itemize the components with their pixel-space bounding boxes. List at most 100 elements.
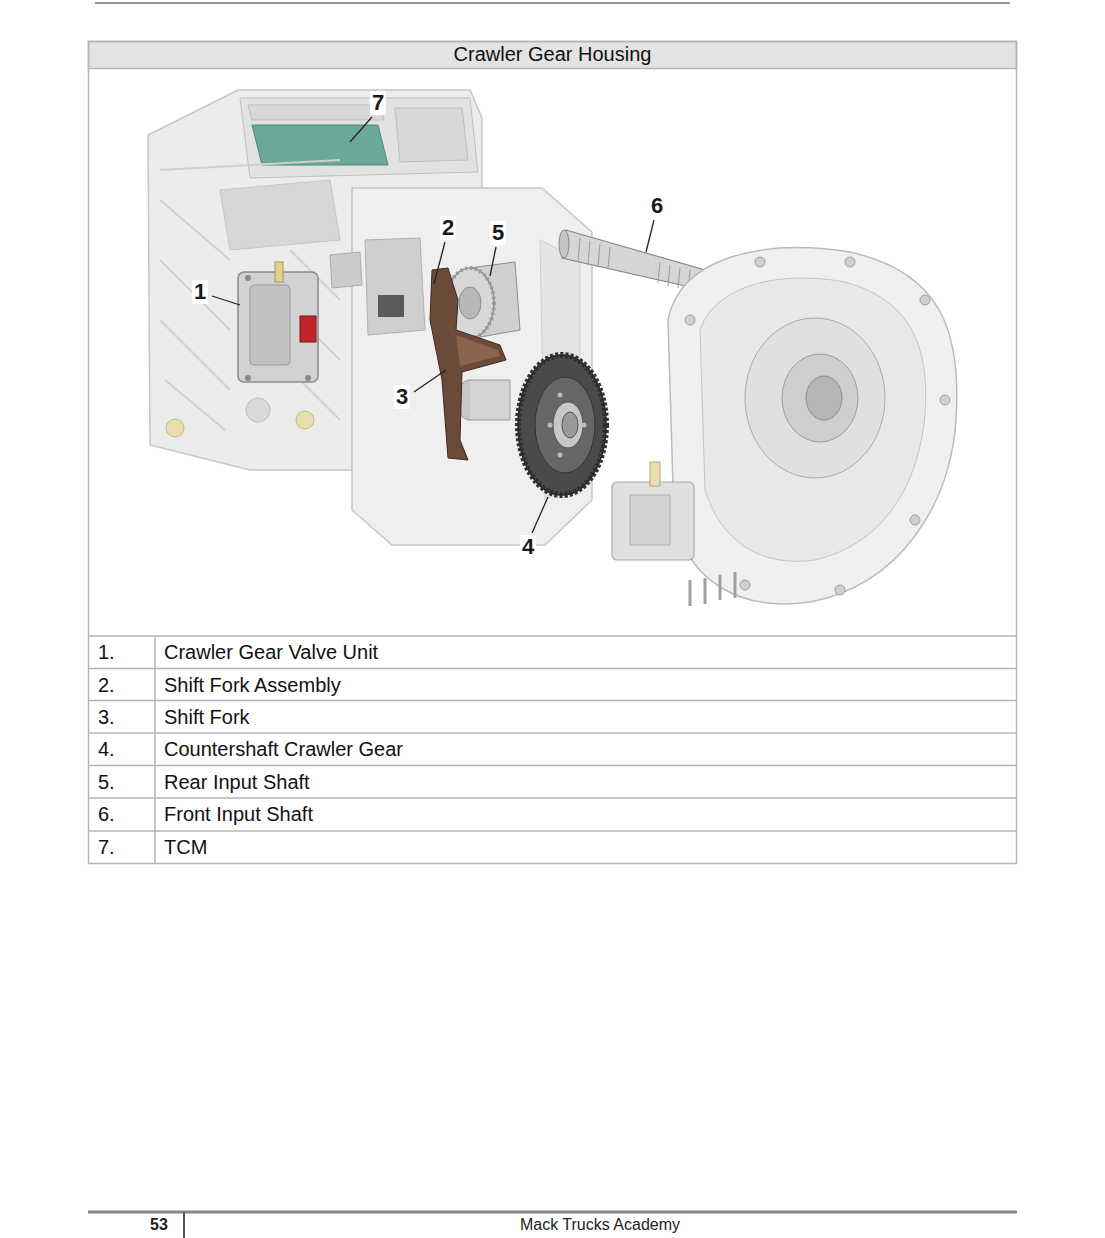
illustration-part [395,108,468,162]
illustration-part [248,105,384,120]
table-part-name: Countershaft Crawler Gear [164,733,403,765]
illustration-part [88,830,1017,832]
table-row-number: 2. [98,669,115,701]
illustration-part [518,355,606,495]
illustration-part [166,419,184,437]
illustration-part [535,377,595,473]
illustration-part [88,765,1017,767]
table-header-band [89,42,1017,69]
illustration-part [548,423,553,428]
illustration-part [612,482,694,560]
illustration-part [246,398,270,422]
illustration-part [238,272,318,382]
illustration-part [518,355,606,495]
illustration-part [782,354,858,442]
leader-lines [212,117,654,533]
illustration-part [646,220,654,252]
illustration-part [456,335,500,366]
illustration-part [845,257,855,267]
illustration-part [88,635,1017,637]
illustration-part [245,275,251,281]
illustration-part [154,636,156,863]
illustration-part [553,402,583,448]
illustration-part [330,252,362,288]
illustration-part [835,585,845,595]
callout-number: 2 [440,216,456,240]
illustration-part [690,572,735,606]
table-part-name: Crawler Gear Valve Unit [164,636,378,668]
illustration-part [806,376,842,420]
footer-text: Mack Trucks Academy [520,1216,680,1234]
illustration-part [755,257,765,267]
illustration-part [578,238,700,291]
footer-divider [183,1212,185,1238]
illustration-part [88,668,1017,670]
table-row-number: 5. [98,766,115,798]
illustration-part [650,462,660,486]
illustration-part [685,315,695,325]
illustration-part [745,318,885,478]
shift-fork [430,268,506,460]
bell-housing [668,248,957,604]
illustration-part [245,375,251,381]
small-valve [612,462,735,606]
illustration-part [414,370,446,392]
illustration-part [490,247,496,276]
illustration-part [240,98,478,178]
illustration-part [740,580,750,590]
illustration-part [459,287,481,319]
table-row-number: 1. [98,636,115,668]
illustration-part [88,732,1017,734]
callout-number: 5 [490,221,506,245]
illustration-part [532,497,548,533]
table-part-name: Rear Input Shaft [164,766,310,798]
illustration-part [430,268,506,460]
table-row-number: 7. [98,831,115,863]
illustration-part [690,572,735,606]
illustration-part [212,296,240,305]
callout-number: 1 [192,280,208,304]
callout-number: 6 [649,194,665,218]
illustration-part [160,160,340,430]
illustration-part [630,495,670,545]
footer-rule [88,1211,1017,1214]
illustration-part [920,295,930,305]
illustration-part [220,180,340,250]
callout-number: 3 [394,385,410,409]
illustration-part [434,242,445,284]
table-row-number: 6. [98,798,115,830]
illustration-part [160,160,340,170]
illustration-part [668,248,957,604]
table-row-number: 4. [98,733,115,765]
callout-number: 7 [370,91,386,115]
illustration-part [582,423,587,428]
illustration-part [470,380,510,420]
table-border [89,42,1017,864]
illustration-part [940,395,950,405]
illustration-part [350,117,372,142]
table-part-name: TCM [164,831,207,863]
illustration-part [250,285,290,365]
callout-number: 4 [520,535,536,559]
illustration-part [558,393,563,398]
illustration-part [252,125,388,165]
table-row-number: 3. [98,701,115,733]
header-rule [95,3,1010,4]
table-part-name: Front Input Shaft [164,798,313,830]
illustration-part [559,230,569,258]
illustration-part [300,316,316,342]
table-part-name: Shift Fork [164,701,250,733]
illustration-part [365,238,425,335]
illustration-part [88,797,1017,799]
illustration-part [578,238,700,291]
table-part-name: Shift Fork Assembly [164,669,341,701]
illustration-part [275,262,283,282]
page-number: 53 [150,1216,168,1234]
illustration-part [378,295,404,317]
illustration-part [296,411,314,429]
valve-unit [238,262,318,382]
illustration-part [558,453,563,458]
illustration-part [685,257,950,595]
